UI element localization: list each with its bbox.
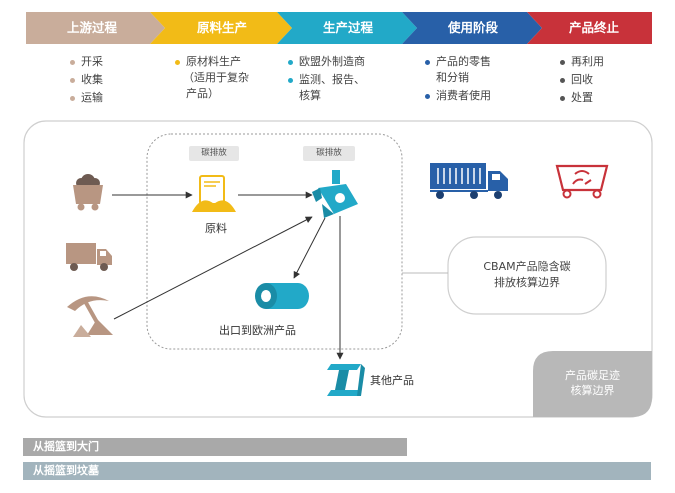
stage-arrow-end [527, 12, 652, 44]
mine-cart-icon [73, 174, 103, 211]
list-item: 再利用 [560, 54, 604, 70]
list-item: 处置 [560, 90, 604, 106]
end-list: 再利用 回收 处置 [560, 54, 604, 108]
list-item: 核算 [299, 89, 321, 102]
steel-coil-icon [255, 283, 309, 309]
emission-tag-raw: 碳排放 [189, 146, 239, 161]
truck-icon [66, 243, 112, 271]
list-item: 监测、报告、 [288, 72, 365, 88]
footprint-boundary-line1: 产品碳足迹 [565, 369, 620, 382]
list-item: 运输 [70, 90, 103, 106]
steel-beam-icon [327, 364, 365, 396]
raw-material-caption: 原料 [205, 222, 227, 235]
list-item: 产品） [186, 87, 219, 100]
list-item: 收集 [70, 72, 103, 88]
use-list: 产品的零售 和分销 消费者使用 [425, 54, 491, 106]
list-item: 和分销 [436, 71, 469, 84]
stage-banner [26, 12, 652, 44]
stage-arrow-upstream [26, 12, 165, 44]
recycle-bin-icon [555, 164, 609, 199]
list-item: 产品的零售 [425, 54, 491, 70]
cbam-boundary-line1: CBAM产品隐含碳 [483, 260, 571, 273]
arrow-pick-to-ladle [113, 216, 313, 320]
list-item: 原材料生产 [175, 54, 249, 70]
stage-arrow-use [402, 12, 542, 44]
cradle-to-gate-bar: 从摇篮到大门 [23, 438, 407, 456]
list-item: 回收 [560, 72, 604, 88]
arrow-ladle-to-coil [293, 217, 326, 279]
production-list: 欧盟外制造商 监测、报告、 核算 [288, 54, 365, 106]
cbam-dotted-boundary [146, 133, 403, 350]
export-product-caption: 出口到欧洲产品 [219, 324, 296, 337]
stage-label-production: 生产过程 [322, 20, 373, 35]
raw-list: 原材料生产 （适用于复杂 产品） [175, 54, 249, 104]
stage-label-end: 产品终止 [568, 20, 619, 35]
footprint-corner [533, 351, 652, 417]
footprint-boundary-line2: 核算边界 [570, 384, 615, 397]
stage-arrow-production [277, 12, 417, 44]
cradle-to-grave-bar: 从摇篮到坟墓 [23, 462, 651, 480]
raw-material-bag-icon [192, 175, 236, 212]
cbam-boundary-line2: 排放核算边界 [494, 276, 560, 289]
container-truck-icon [430, 163, 508, 199]
list-item: 开采 [70, 54, 103, 70]
list-item: 欧盟外制造商 [288, 54, 365, 70]
other-product-caption: 其他产品 [370, 374, 414, 387]
cbam-box [447, 236, 607, 315]
stage-label-raw: 原料生产 [196, 20, 247, 35]
pickaxe-icon [67, 296, 113, 337]
outer-boundary [23, 120, 653, 418]
stage-arrow-raw [150, 12, 292, 44]
upstream-list: 开采 收集 运输 [70, 54, 103, 108]
stage-label-use: 使用阶段 [447, 20, 498, 35]
footprint-boundary-text: 产品碳足迹 核算边界 [533, 368, 652, 398]
emission-tag-production: 碳排放 [303, 146, 355, 161]
stage-label-upstream: 上游过程 [66, 20, 117, 35]
list-item: 消费者使用 [425, 88, 491, 104]
steel-ladle-icon [312, 170, 358, 218]
list-item: （适用于复杂 [183, 71, 249, 84]
cbam-boundary-text: CBAM产品隐含碳 排放核算边界 [448, 259, 606, 291]
